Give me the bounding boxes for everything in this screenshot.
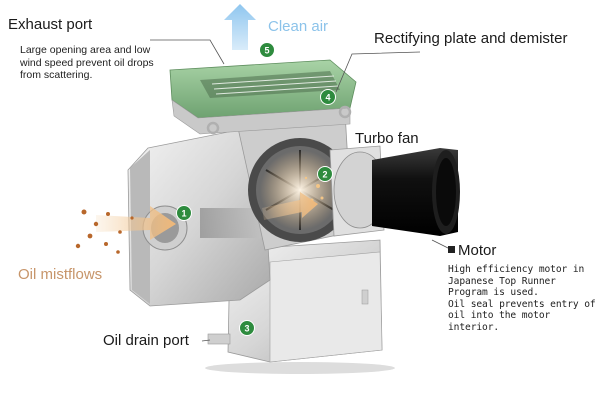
svg-text:3: 3 (244, 324, 249, 334)
exhaust-port-title: Exhaust port (8, 16, 93, 33)
motor-note-line: Japanese Top Runner (448, 275, 556, 287)
oil-mistflows-label: Oil mistflows (18, 266, 103, 283)
motor-title: Motor (448, 242, 496, 259)
badge-2: 2 (317, 166, 333, 182)
oil-droplets (75, 209, 134, 254)
svg-text:2: 2 (322, 170, 327, 180)
motor-note-line: Program is used. (448, 287, 539, 298)
motor-note: High efficiency motor in Japanese Top Ru… (448, 264, 598, 333)
clean-air-label: Clean air (268, 18, 329, 35)
inner-flow-arrow (262, 192, 318, 220)
oil-mist-arrow (96, 206, 176, 240)
badge-3: 3 (239, 320, 255, 336)
motor-note-line: Oil seal prevents entry of (448, 298, 596, 310)
turbo-fan-label: Turbo fan (355, 130, 419, 147)
bullet-square-icon (448, 246, 455, 253)
badge-5: 5 (259, 42, 275, 58)
exhaust-note-line: wind speed prevent oil drops (20, 56, 154, 69)
badge-4: 4 (320, 89, 336, 105)
svg-text:5: 5 (264, 46, 269, 56)
drain-pipe (207, 333, 231, 345)
leader-drain (201, 339, 211, 342)
svg-text:4: 4 (325, 93, 330, 103)
exhaust-note-line: from scattering. (20, 69, 93, 82)
motor-note-line: oil into the motor interior. (448, 310, 551, 333)
leader-rectifying (335, 51, 421, 93)
motor-title-text: Motor (458, 242, 497, 259)
motor-note-line: High efficiency motor in (448, 264, 585, 275)
demister (211, 75, 339, 95)
exhaust-port-note: Large opening area and low wind speed pr… (20, 44, 190, 82)
rectifying-plate-label: Rectifying plate and demister (374, 30, 568, 47)
svg-text:1: 1 (181, 209, 186, 219)
oil-drain-port-label: Oil drain port (103, 332, 189, 349)
leader-exhaust (150, 39, 225, 65)
clean-air-arrow (224, 4, 256, 50)
badge-1: 1 (176, 205, 192, 221)
exhaust-note-line: Large opening area and low (20, 44, 151, 56)
